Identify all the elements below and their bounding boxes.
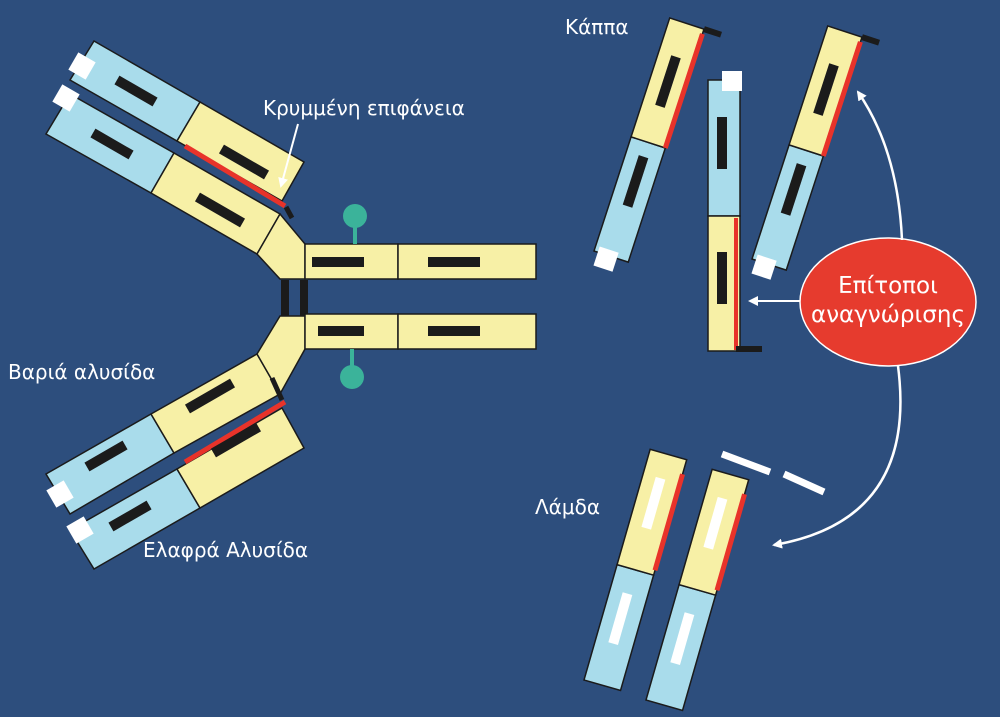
upper-light-constant-domain — [175, 100, 306, 203]
hidden-surface-arrow — [278, 123, 299, 188]
lower-vh-cap — [46, 480, 74, 508]
kappa-3-terminal — [861, 34, 880, 46]
kappa-chain-3 — [751, 25, 880, 280]
kappa-3-cap — [751, 254, 777, 280]
kappa-chain-1 — [593, 17, 722, 272]
lower-light-terminal-line — [269, 376, 285, 402]
kappa-1-bar-c — [655, 55, 681, 108]
lambda-light-chains — [583, 448, 826, 712]
epitope-text-line-2: αναγνώρισης — [811, 301, 965, 328]
kappa-chain-2 — [707, 71, 762, 352]
upper-heavy-chain — [44, 84, 306, 280]
upper-hidden-surface-line — [183, 143, 287, 209]
kappa-1-terminal — [703, 26, 722, 38]
lower-heavy-bar-c — [184, 378, 236, 414]
upper-light-chain — [68, 39, 306, 220]
kappa-label: Κάππα — [565, 15, 629, 39]
lambda-2-red-edge — [714, 493, 747, 592]
lambda-label: Λάμδα — [535, 495, 601, 519]
hidden-surface-label: Κρυμμένη επιφάνεια — [263, 96, 465, 120]
kappa-3-red-edge — [820, 41, 863, 157]
upper-vh-cap — [52, 84, 80, 112]
kappa-2-cap — [722, 71, 742, 91]
kappa-1-cap — [593, 246, 619, 272]
kappa-2-bar-v — [717, 117, 727, 169]
lower-heavy-bar-v — [84, 440, 128, 472]
epitope-text-line-1: Επίτοποι — [838, 273, 938, 299]
fc-upper-chain — [304, 243, 537, 280]
lambda-chain-1 — [583, 448, 688, 692]
antibody-molecule — [44, 39, 537, 571]
lower-light-bar-c — [210, 422, 262, 458]
lower-light-chain — [66, 376, 306, 571]
lambda-2-bar-v — [670, 612, 695, 666]
upper-heavy-bar-c — [194, 192, 246, 228]
fc-upper-bar-1 — [312, 257, 364, 267]
carbohydrate-upper — [343, 204, 367, 244]
lambda-1-bar-c — [641, 476, 666, 530]
epitope-arrow-kappa-3 — [856, 90, 904, 241]
upper-hinge-domain — [256, 212, 306, 280]
heavy-chain-label: Βαριά αλυσίδα — [8, 360, 156, 384]
lower-hidden-surface-line — [183, 399, 287, 465]
upper-light-terminal-line — [283, 205, 295, 220]
kappa-3-bar-c — [813, 63, 839, 116]
lambda-1-red-edge — [652, 473, 685, 572]
fc-lower-chain — [304, 313, 537, 350]
upper-vl-cap — [68, 52, 96, 80]
kappa-2-bar-c — [717, 252, 727, 304]
lambda-2-bar-c — [703, 496, 728, 550]
lambda-chain-2 — [645, 468, 750, 712]
kappa-3-bar-v — [780, 163, 807, 216]
fc-lower-bar-2 — [428, 326, 480, 336]
fc-lower-bar-1 — [318, 326, 364, 336]
lambda-1-terminal — [720, 450, 772, 476]
kappa-1-red-edge — [662, 33, 705, 149]
lambda-1-bar-v — [608, 592, 633, 646]
upper-light-bar-v — [114, 75, 158, 107]
lower-heavy-chain — [44, 315, 306, 516]
upper-heavy-bar-v — [90, 128, 134, 160]
kappa-1-bar-v — [622, 155, 649, 208]
epitope-text: Επίτοποι αναγνώρισης — [808, 272, 968, 330]
carbohydrate-lower — [340, 349, 364, 389]
fc-upper-bar-2 — [428, 257, 480, 267]
epitope-arrow-lambda — [772, 365, 902, 549]
lower-vl-cap — [66, 516, 94, 544]
hinge-disulfide-left — [281, 280, 289, 316]
upper-light-bar-c — [218, 144, 270, 180]
light-chain-label: Ελαφρά Αλυσίδα — [143, 538, 309, 562]
lambda-2-terminal — [782, 470, 826, 496]
kappa-light-chains — [593, 17, 880, 352]
lower-light-bar-v — [108, 500, 152, 532]
hinge-disulfide-right — [300, 280, 308, 316]
